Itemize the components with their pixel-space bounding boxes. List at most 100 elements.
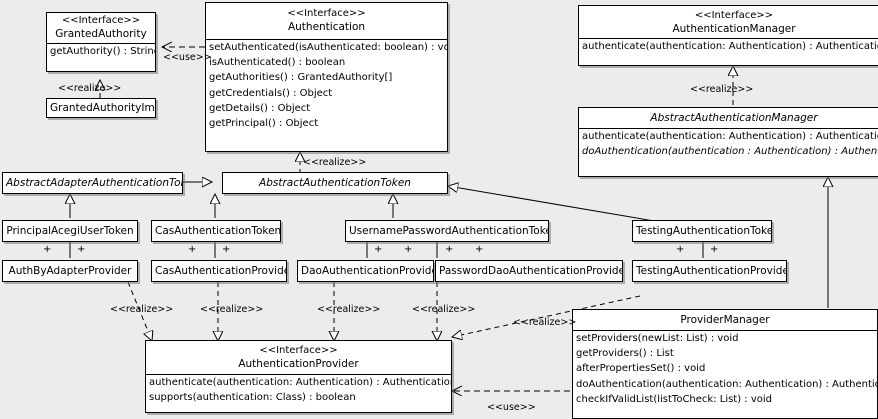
class-name: AbstractAuthenticationToken bbox=[259, 177, 411, 189]
class-name: GrantedAuthority bbox=[55, 28, 147, 40]
class-authentication-provider[interactable]: <<Interface>> AuthenticationProvider aut… bbox=[145, 340, 452, 413]
class-name: CasAuthenticationToken bbox=[155, 225, 281, 237]
class-principal-acegi-user-token[interactable]: PrincipalAcegiUserToken bbox=[2, 220, 138, 242]
class-name: AbstractAuthenticationManager bbox=[650, 112, 818, 124]
class-dao-authentication-provider[interactable]: DaoAuthenticationProvider bbox=[297, 260, 434, 282]
method-item: setAuthenticated(isAuthenticated: boolea… bbox=[209, 42, 448, 53]
method-item: getAuthorities() : GrantedAuthority[] bbox=[209, 72, 393, 84]
class-name: PasswordDaoAuthenticationProvider bbox=[439, 265, 623, 277]
compartment-divider bbox=[47, 43, 155, 44]
association-plus-marker: + bbox=[710, 244, 719, 255]
method-item: afterPropertiesSet() : void bbox=[576, 363, 706, 375]
label-use-provider-manager: <<use>> bbox=[487, 402, 536, 413]
class-header: AbstractAuthenticationManager bbox=[579, 108, 878, 128]
class-header: GrantedAuthorityImpl bbox=[47, 99, 156, 117]
class-provider-manager[interactable]: ProviderManager setProviders(newList: Li… bbox=[572, 309, 878, 419]
method-compartment: setProviders(newList: List) : void getPr… bbox=[573, 331, 877, 407]
class-header: ProviderManager bbox=[573, 310, 877, 330]
class-header: PasswordDaoAuthenticationProvider bbox=[436, 261, 622, 281]
class-header: CasAuthenticationProvider bbox=[152, 261, 286, 281]
stereotype-label: <<Interface>> bbox=[287, 8, 366, 19]
label-realize-dao-provider: <<realize>> bbox=[317, 304, 381, 315]
class-name: AbstractAdapterAuthenticationToken bbox=[6, 177, 183, 189]
class-testing-authentication-provider[interactable]: TestingAuthenticationProvider bbox=[632, 260, 787, 282]
stereotype-label: <<Interface>> bbox=[61, 15, 141, 26]
class-username-password-authentication-token[interactable]: UsernamePasswordAuthenticationToken bbox=[345, 220, 549, 242]
class-name: AuthenticationProvider bbox=[238, 358, 359, 370]
class-name: AuthByAdapterProvider bbox=[8, 265, 132, 277]
compartment-divider bbox=[579, 38, 878, 39]
class-name: AuthenticationManager bbox=[672, 23, 796, 35]
compartment-divider bbox=[573, 330, 877, 331]
link-generalize-testing-token bbox=[448, 186, 661, 223]
class-password-dao-authentication-provider[interactable]: PasswordDaoAuthenticationProvider bbox=[435, 260, 623, 282]
association-plus-marker: + bbox=[676, 244, 685, 255]
class-name: CasAuthenticationProvider bbox=[155, 265, 287, 277]
label-realize-password-dao-provider: <<realize>> bbox=[412, 304, 476, 315]
class-header: CasAuthenticationToken bbox=[152, 221, 280, 241]
method-compartment: setAuthenticated(isAuthenticated: boolea… bbox=[206, 40, 447, 131]
method-compartment: getAuthority() : String bbox=[47, 44, 155, 59]
class-abstract-adapter-authentication-token[interactable]: AbstractAdapterAuthenticationToken bbox=[2, 172, 183, 194]
class-name: GrantedAuthorityImpl bbox=[50, 102, 156, 114]
method-compartment: authenticate(authentication: Authenticat… bbox=[146, 375, 451, 405]
class-header: AbstractAuthenticationToken bbox=[223, 173, 447, 193]
class-granted-authority-impl[interactable]: GrantedAuthorityImpl bbox=[46, 98, 156, 118]
label-realize-auth-by-adapter: <<realize>> bbox=[110, 304, 174, 315]
class-header: AuthByAdapterProvider bbox=[3, 261, 137, 281]
class-granted-authority[interactable]: <<Interface>> GrantedAuthority getAuthor… bbox=[46, 12, 156, 72]
method-item: doAuthentication(authentication : Authen… bbox=[582, 146, 878, 158]
class-testing-authentication-token[interactable]: TestingAuthenticationToken bbox=[632, 220, 772, 242]
class-name: PrincipalAcegiUserToken bbox=[6, 225, 134, 237]
class-cas-authentication-provider[interactable]: CasAuthenticationProvider bbox=[151, 260, 287, 282]
method-item: getCredentials() : Object bbox=[209, 87, 333, 99]
class-cas-authentication-token[interactable]: CasAuthenticationToken bbox=[151, 220, 281, 242]
method-item: authenticate(authentication: Authenticat… bbox=[149, 377, 452, 388]
class-name: TestingAuthenticationProvider bbox=[636, 265, 787, 277]
class-abstract-authentication-token[interactable]: AbstractAuthenticationToken bbox=[222, 172, 448, 194]
method-item: authenticate(authentication: Authenticat… bbox=[582, 131, 878, 142]
class-header: TestingAuthenticationToken bbox=[633, 221, 771, 241]
class-header: DaoAuthenticationProvider bbox=[298, 261, 433, 281]
method-item: supports(authentication: Class) : boolea… bbox=[149, 392, 356, 404]
method-compartment: authenticate(authentication: Authenticat… bbox=[579, 39, 878, 54]
method-item: isAuthenticated() : boolean bbox=[209, 57, 346, 69]
method-item: getAuthority() : String bbox=[50, 46, 156, 57]
association-plus-marker: + bbox=[222, 244, 231, 255]
method-item: getProviders() : List bbox=[576, 348, 674, 360]
label-use-authentication-granted-authority: <<use>> bbox=[163, 52, 212, 63]
class-header: TestingAuthenticationProvider bbox=[633, 261, 786, 281]
association-plus-marker: + bbox=[404, 244, 413, 255]
label-realize-abstract-authentication-token: <<realize>> bbox=[303, 157, 367, 168]
method-item: getDetails() : Object bbox=[209, 102, 311, 114]
association-plus-marker: + bbox=[445, 244, 454, 255]
method-item: getPrincipal() : Object bbox=[209, 118, 319, 130]
class-name: UsernamePasswordAuthenticationToken bbox=[349, 225, 549, 237]
compartment-divider bbox=[206, 39, 447, 40]
class-abstract-authentication-manager[interactable]: AbstractAuthenticationManager authentica… bbox=[578, 107, 878, 177]
class-name: DaoAuthenticationProvider bbox=[301, 265, 434, 277]
class-header: <<Interface>> AuthenticationManager bbox=[579, 6, 878, 38]
association-plus-marker: + bbox=[188, 244, 197, 255]
method-item: setProviders(newList: List) : void bbox=[576, 333, 739, 344]
label-realize-testing-provider: <<realize>> bbox=[513, 317, 577, 328]
class-header: <<Interface>> AuthenticationProvider bbox=[146, 341, 451, 374]
method-item: authenticate(authentication: Authenticat… bbox=[582, 41, 878, 52]
class-header: <<Interface>> Authentication bbox=[206, 3, 447, 39]
method-item: doAuthentication(authentication: Authent… bbox=[576, 378, 878, 390]
class-header: AbstractAdapterAuthenticationToken bbox=[3, 173, 182, 193]
class-name: TestingAuthenticationToken bbox=[636, 225, 772, 237]
association-plus-marker: + bbox=[43, 244, 52, 255]
class-auth-by-adapter-provider[interactable]: AuthByAdapterProvider bbox=[2, 260, 138, 282]
association-plus-marker: + bbox=[77, 244, 86, 255]
class-authentication[interactable]: <<Interface>> Authentication setAuthenti… bbox=[205, 2, 448, 152]
method-item: checkIfValidList(listToCheck: List) : vo… bbox=[576, 393, 773, 405]
compartment-divider bbox=[579, 128, 878, 129]
class-header: <<Interface>> GrantedAuthority bbox=[47, 13, 155, 43]
compartment-divider bbox=[146, 374, 451, 375]
class-authentication-manager[interactable]: <<Interface>> AuthenticationManager auth… bbox=[578, 5, 878, 66]
class-name: Authentication bbox=[287, 21, 366, 33]
association-plus-marker: + bbox=[374, 244, 383, 255]
association-plus-marker: + bbox=[475, 244, 484, 255]
